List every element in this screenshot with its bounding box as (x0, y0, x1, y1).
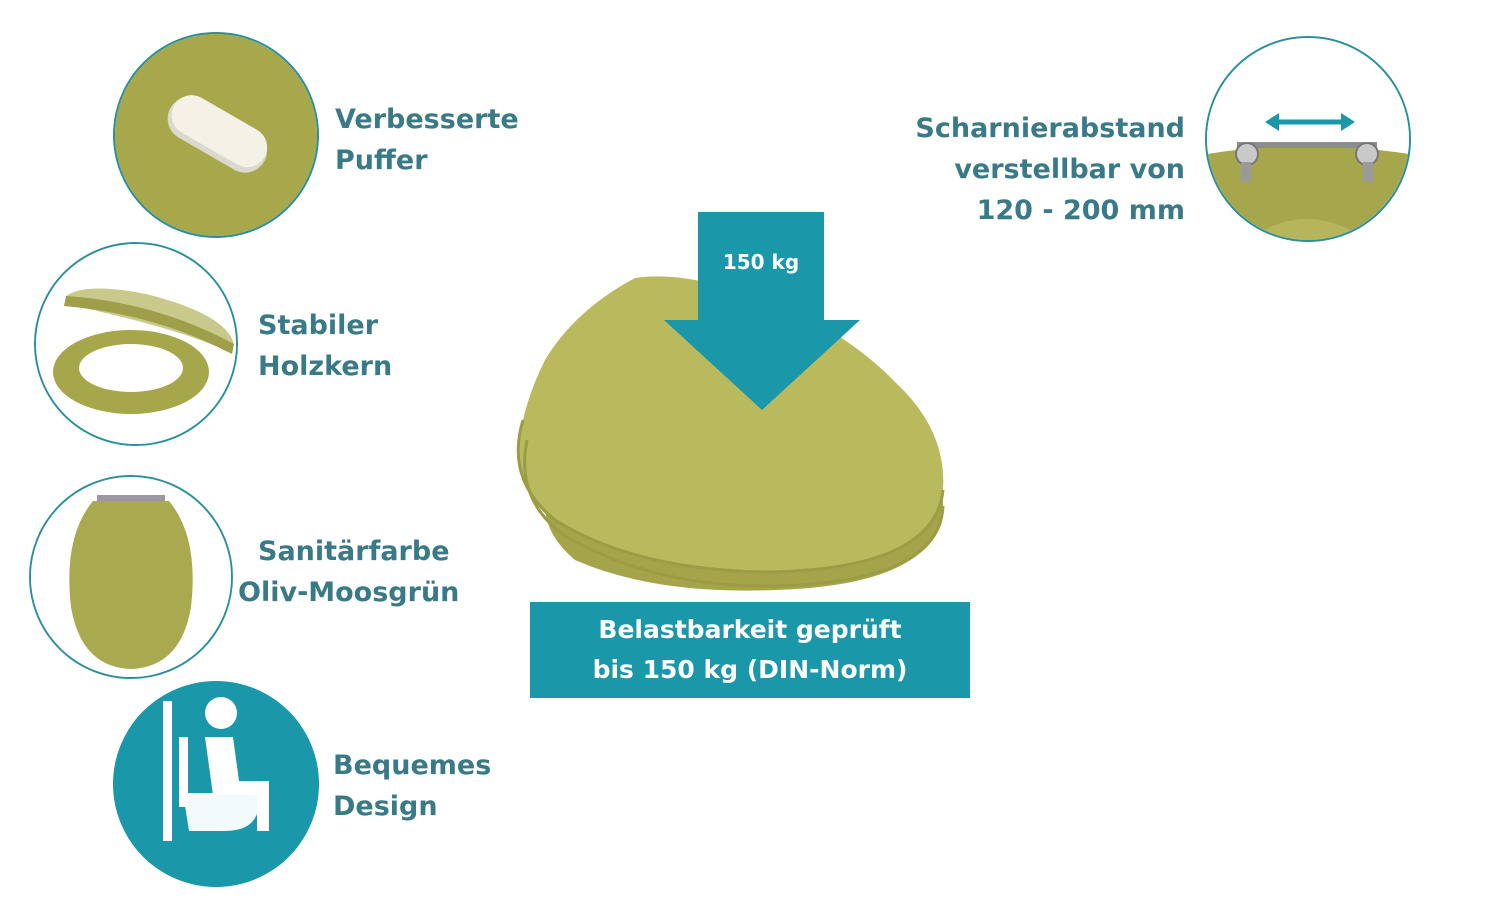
wood-core-detail-image (34, 242, 238, 446)
banner-line2: bis 150 kg (DIN-Norm) (592, 655, 908, 684)
hinge-label-line2: verstellbar von (954, 154, 1185, 185)
feature-label-buffer: Verbesserte Puffer (335, 99, 519, 181)
comfort-label-line1: Bequemes (333, 750, 492, 781)
feature-label-comfort: Bequemes Design (333, 745, 491, 827)
seat-top-view-icon (31, 477, 231, 677)
seated-person-icon (163, 697, 269, 841)
buffer-pad-icon (115, 34, 317, 236)
color-label-line1: Sanitärfarbe (258, 536, 450, 567)
color-detail-image (29, 475, 233, 679)
core-label-line2: Holzkern (258, 351, 393, 382)
load-capacity-banner: Belastbarkeit geprüft bis 150 kg (DIN-No… (530, 602, 970, 698)
comfort-label-line2: Design (333, 791, 438, 822)
hinge-label-line3: 120 - 200 mm (976, 195, 1185, 226)
toilet-seat-image (516, 276, 945, 591)
banner-line1: Belastbarkeit geprüft (598, 615, 902, 644)
core-label-line1: Stabiler (258, 310, 379, 341)
feature-label-color: Sanitärfarbe Oliv-Moosgrün (238, 531, 459, 613)
feature-label-hinge: Scharnierabstand verstellbar von 120 - 2… (880, 108, 1185, 231)
hinge-detail-image (1205, 36, 1411, 242)
load-arrow-icon (664, 212, 860, 410)
hinge-label-line1: Scharnierabstand (915, 113, 1185, 144)
hinge-distance-icon (1207, 38, 1409, 240)
buffer-label-line1: Verbesserte (335, 104, 519, 135)
color-label-line2: Oliv-Moosgrün (238, 577, 460, 608)
buffer-label-line2: Puffer (335, 145, 428, 176)
comfort-icon-badge (113, 681, 319, 887)
buffer-detail-image (113, 32, 319, 238)
feature-label-core: Stabiler Holzkern (258, 305, 392, 387)
open-seat-icon (36, 244, 236, 444)
load-arrow-label: 150 kg (722, 250, 800, 274)
